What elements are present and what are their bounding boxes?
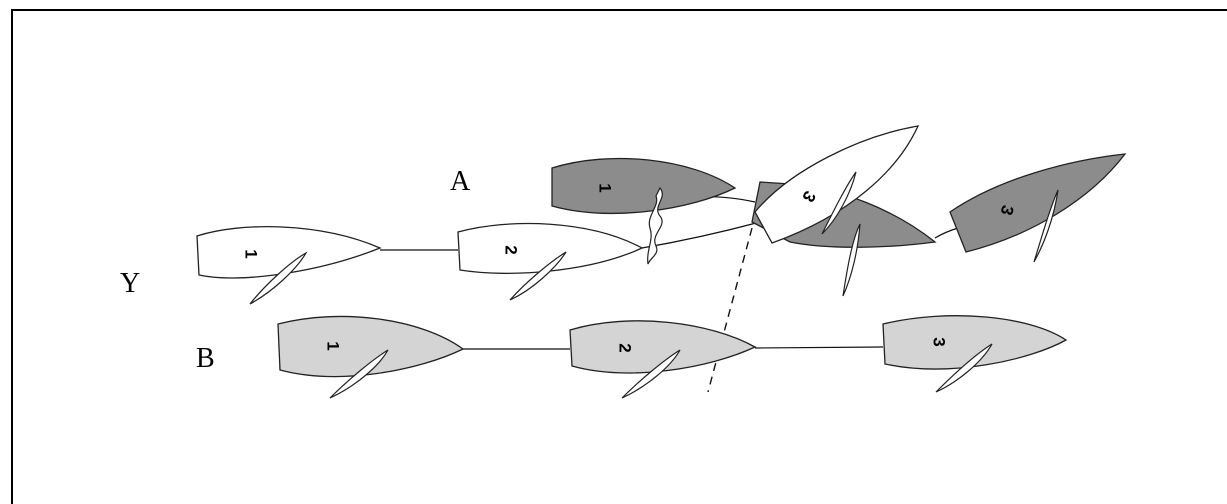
boat-b-2-sail: [621, 349, 681, 399]
boat-a-3-middle-sail: [842, 223, 861, 297]
boat-y-position-1: 1: [196, 226, 382, 305]
boat-a-label: A: [450, 166, 471, 197]
diagram-frame: [11, 9, 1227, 504]
boat-y-position-2: 2: [457, 222, 644, 301]
boat-y-2-flapping-sail: [647, 186, 663, 265]
boat-a-track-3-3: [934, 227, 959, 239]
boat-a-position-1: 1: [551, 157, 737, 214]
boat-b-3-number: 3: [930, 337, 949, 346]
boat-y-position-3: 3: [754, 125, 920, 244]
boat-b-1-hull: [277, 315, 465, 378]
boat-y-1-sail: [249, 251, 308, 305]
boat-y-label: Y: [120, 268, 140, 299]
boat-a-position-3-right: 3: [949, 153, 1127, 263]
boat-b-2-hull: [569, 320, 757, 374]
boat-b-position-1: 1: [277, 315, 465, 399]
boat-b-1-number: 1: [324, 341, 343, 350]
boat-y-3-hull: [754, 125, 920, 244]
boat-a-3-right-hull: [949, 153, 1127, 253]
boat-y-2-number: 2: [502, 245, 521, 254]
boat-y-2-hull: [457, 222, 644, 274]
boat-a-3-right-sail: [1033, 189, 1059, 263]
boat-y-2-sail: [509, 251, 567, 301]
boat-b-3-hull: [882, 315, 1068, 370]
boat-b-position-2: 2: [569, 320, 757, 399]
boat-b-2-number: 2: [616, 343, 635, 352]
boat-b-3-sail: [935, 343, 993, 393]
boat-b-1-sail: [329, 349, 389, 399]
boat-y-1-number: 1: [242, 249, 261, 258]
boat-a-1-hull: [551, 157, 737, 214]
boat-b-track-2-3: [754, 346, 884, 349]
dashed-line: [707, 227, 753, 393]
boat-b-label: B: [196, 343, 215, 374]
boat-b-position-3: 3: [882, 315, 1068, 393]
boat-y-1-hull: [196, 226, 382, 279]
boat-y-3-sail: [821, 171, 857, 235]
boat-a-1-number: 1: [596, 183, 615, 192]
